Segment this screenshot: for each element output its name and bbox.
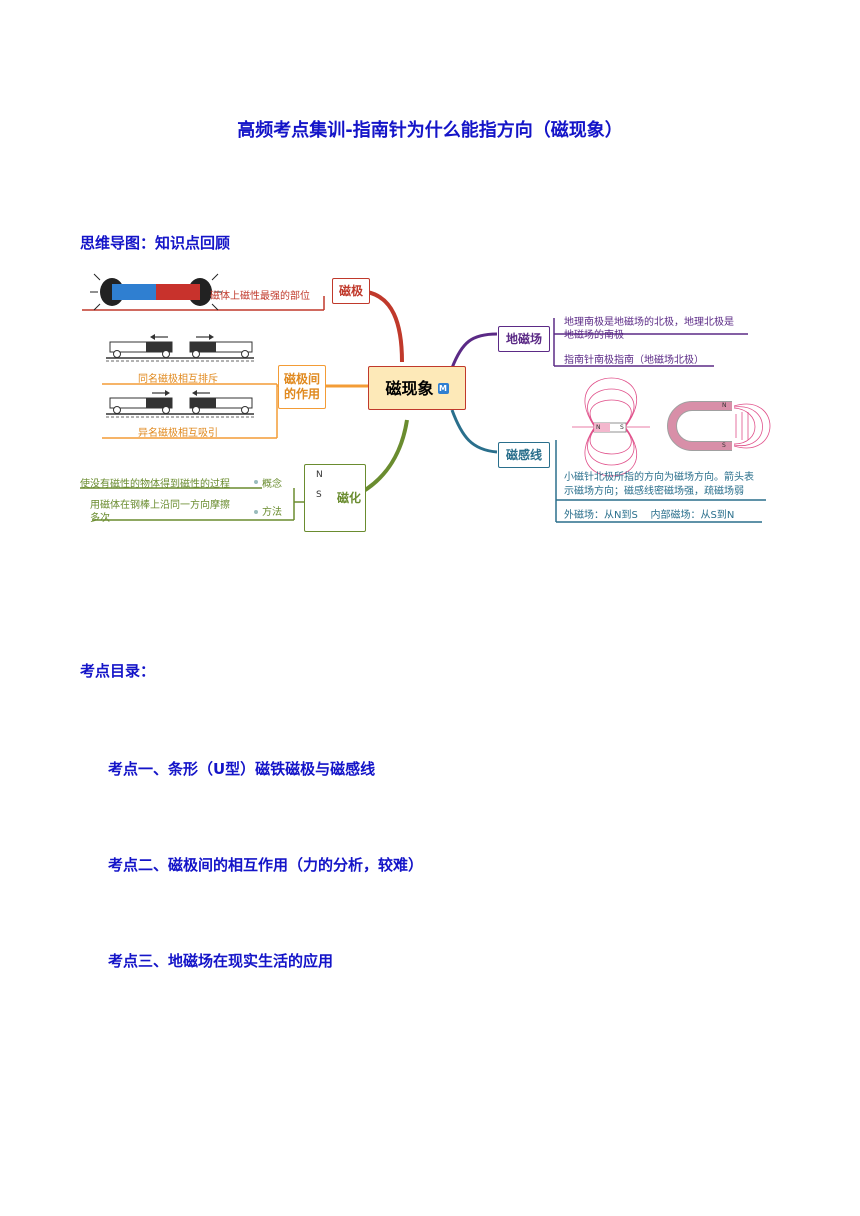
earth-field-node: 地磁场 bbox=[498, 326, 550, 352]
pole-note: 磁体上磁性最强的部位 bbox=[210, 291, 310, 302]
mindmap-heading: 思维导图：知识点回顾 bbox=[80, 234, 231, 252]
branch-field-curve bbox=[450, 409, 498, 454]
earth-note2: 指南针南极指南（地磁场北极） bbox=[564, 355, 704, 366]
toc-item-2: 考点二、磁极间的相互作用（力的分析，较难） bbox=[108, 856, 424, 874]
field-note2: 外磁场：从N到S 内部磁场：从S到N bbox=[564, 510, 735, 521]
method-note-line2: 多次 bbox=[90, 513, 110, 524]
field-note1-line2: 示磁场方向；磁感线密磁场强，疏磁场弱 bbox=[564, 486, 744, 497]
center-node-label: 磁现象 bbox=[385, 378, 434, 398]
u-s-label: S bbox=[722, 442, 726, 449]
magnet-s-label: S bbox=[316, 490, 322, 500]
toc-heading: 考点目录： bbox=[80, 662, 156, 680]
toc-item-1: 考点一、条形（U型）磁铁磁极与磁感线 bbox=[108, 760, 376, 778]
mind-map: 磁现象 M 磁极 磁极间 的作用 磁化 地磁场 磁感线 磁体上磁性最强的部位 同… bbox=[72, 262, 772, 542]
branch-magnetization-curve bbox=[360, 419, 409, 494]
carts-repel-illustration bbox=[106, 334, 254, 362]
u-n-label: N bbox=[722, 402, 727, 409]
interaction-node: 磁极间 的作用 bbox=[278, 365, 326, 409]
bar-n-label: N bbox=[596, 424, 601, 431]
branch-earth-curve bbox=[450, 332, 498, 369]
branch-pole-curve bbox=[366, 290, 404, 363]
earth-note1-line1: 地理南极是地磁场的北极，地理北极是 bbox=[564, 317, 734, 328]
magnet-n-label: N bbox=[316, 470, 323, 480]
center-node: 磁现象 M bbox=[368, 366, 466, 410]
concept-note: 使没有磁性的物体得到磁性的过程 bbox=[80, 479, 230, 490]
toc-item-3: 考点三、地磁场在现实生活的应用 bbox=[108, 952, 334, 970]
field-lines-node: 磁感线 bbox=[498, 442, 550, 468]
attract-note: 异名磁极相互吸引 bbox=[138, 428, 218, 439]
center-badge: M bbox=[437, 382, 449, 394]
pole-node: 磁极 bbox=[332, 278, 370, 304]
bar-magnet-field-illustration bbox=[572, 377, 650, 477]
u-magnet-field-illustration bbox=[667, 401, 771, 451]
earth-note1-line2: 地磁场的南极 bbox=[564, 330, 624, 341]
page-title: 高频考点集训-指南针为什么能指方向（磁现象） bbox=[237, 120, 623, 141]
repel-note: 同名磁极相互排斥 bbox=[138, 374, 218, 385]
bar-s-label: S bbox=[620, 424, 624, 431]
magnetization-node: 磁化 bbox=[304, 464, 366, 532]
concept-label: 概念 bbox=[262, 479, 282, 490]
bar-magnet-icon bbox=[90, 273, 222, 311]
field-note1-line1: 小磁针北极所指的方向为磁场方向。箭头表 bbox=[564, 472, 754, 483]
method-label: 方法 bbox=[262, 507, 282, 518]
carts-attract-illustration bbox=[106, 390, 254, 418]
method-note-line1: 用磁体在钢棒上沿同一方向摩擦 bbox=[90, 500, 230, 511]
